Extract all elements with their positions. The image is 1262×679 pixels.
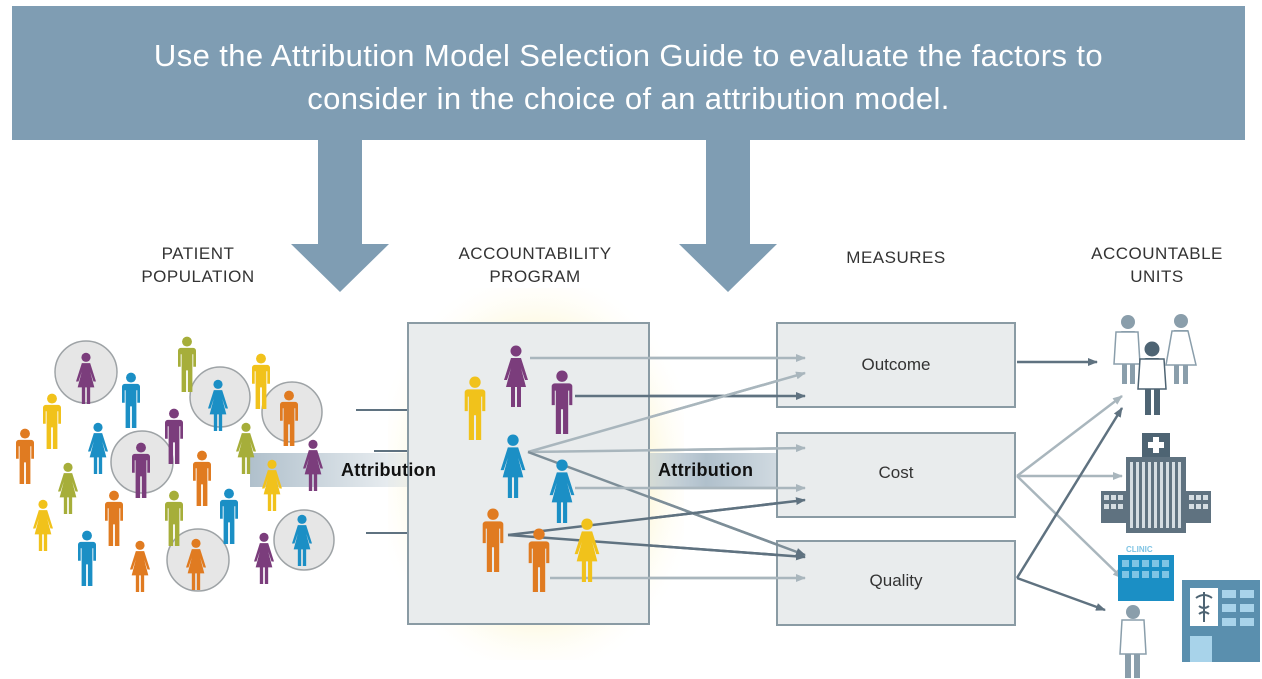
banner-line-2: consider in the choice of an attribution…	[307, 81, 950, 116]
accountability-program-box	[407, 322, 650, 625]
banner-line-1: Use the Attribution Model Selection Guid…	[153, 38, 1104, 73]
banner-arrow-right	[679, 138, 777, 292]
quality-box: Quality	[776, 540, 1016, 626]
accountability-program-label: ACCOUNTABILITY PROGRAM	[458, 244, 612, 286]
attribution-label-left: Attribution	[341, 460, 437, 480]
guide-banner: Use the Attribution Model Selection Guid…	[12, 6, 1245, 140]
hospital-icon	[1101, 433, 1211, 533]
measures-to-units-arrows	[1015, 358, 1124, 612]
accountable-units-label: ACCOUNTABLE UNITS	[1091, 244, 1223, 286]
banner-arrow-left	[291, 138, 389, 292]
cost-box: Cost	[776, 432, 1016, 518]
doctors-group-icon	[1113, 314, 1197, 415]
measures-label: MEASURES	[846, 248, 946, 267]
attribution-label-right: Attribution	[658, 460, 754, 480]
outcome-label: Outcome	[861, 355, 931, 374]
banner-arrows	[291, 138, 777, 292]
clinic-icon	[1118, 555, 1260, 678]
cost-label: Cost	[878, 463, 914, 482]
outcome-box: Outcome	[776, 322, 1016, 408]
quality-label: Quality	[869, 571, 923, 590]
banner-text: Use the Attribution Model Selection Guid…	[42, 34, 1215, 120]
patient-population-label: PATIENT POPULATION	[141, 244, 255, 286]
